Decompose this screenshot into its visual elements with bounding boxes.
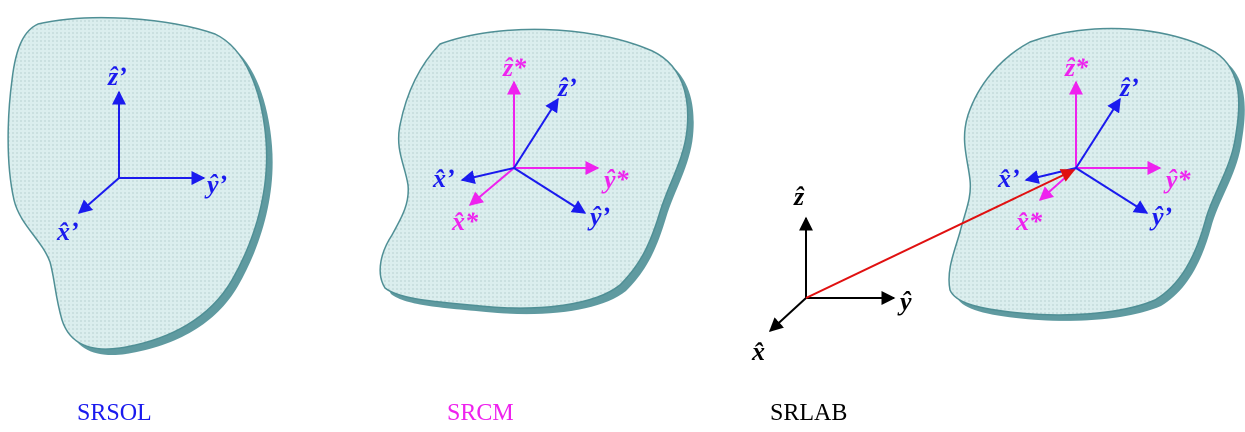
lab-body-solid-y-label: ŷ’ bbox=[1149, 202, 1172, 231]
cm-solid-y-label: ŷ’ bbox=[587, 202, 610, 231]
lab-y-label: ŷ bbox=[897, 287, 912, 316]
cm-z-label: ẑ* bbox=[502, 53, 527, 82]
lab-x-label: x̂ bbox=[751, 337, 765, 366]
cm-solid-z-label: ẑ’ bbox=[557, 73, 577, 102]
cm-solid-x-axis bbox=[460, 167, 515, 184]
cm-frame-axes: ẑ* ŷ* x̂* ẑ’ ŷ’ x̂’ bbox=[432, 53, 630, 236]
lab-body-cm-z-label: ẑ* bbox=[1064, 53, 1089, 82]
solid-z-label: ẑ’ bbox=[107, 62, 127, 91]
lab-frame-axes: ẑ ŷ x̂ bbox=[751, 182, 912, 366]
solid-frame-axes: ẑ’ ŷ’ x̂’ bbox=[56, 62, 227, 246]
solid-y-label: ŷ’ bbox=[204, 170, 227, 199]
lab-x-axis bbox=[768, 297, 807, 332]
lab-body-solid-y-axis bbox=[1075, 167, 1149, 214]
solid-x-axis bbox=[77, 177, 120, 214]
lab-body-cm-x-label: x̂* bbox=[1015, 207, 1043, 236]
cm-solid-z-axis bbox=[513, 97, 559, 169]
lab-body-solid-z-axis bbox=[1075, 97, 1121, 169]
position-vector bbox=[805, 169, 1076, 299]
rigid-body-3 bbox=[948, 27, 1245, 321]
lab-z-label: ẑ bbox=[793, 182, 805, 211]
cm-solid-y-axis bbox=[513, 167, 587, 214]
lab-body-cm-y-label: ŷ* bbox=[1163, 165, 1192, 194]
caption-srcm: SRCM bbox=[447, 400, 514, 426]
cm-x-axis bbox=[468, 167, 515, 206]
caption-srsol: SRSOL bbox=[77, 400, 152, 426]
cm-solid-x-label: x̂’ bbox=[432, 164, 455, 193]
solid-x-label: x̂’ bbox=[56, 217, 79, 246]
rigid-body-1 bbox=[7, 16, 273, 356]
caption-srlab: SRLAB bbox=[770, 400, 847, 426]
cm-x-label: x̂* bbox=[451, 207, 479, 236]
cm-y-label: ŷ* bbox=[601, 165, 630, 194]
lab-body-axes: ẑ* ŷ* x̂* ẑ’ ŷ’ x̂’ bbox=[997, 53, 1192, 236]
lab-body-solid-x-label: x̂’ bbox=[997, 164, 1020, 193]
lab-body-solid-z-label: ẑ’ bbox=[1119, 73, 1139, 102]
rigid-body-2 bbox=[379, 28, 694, 315]
